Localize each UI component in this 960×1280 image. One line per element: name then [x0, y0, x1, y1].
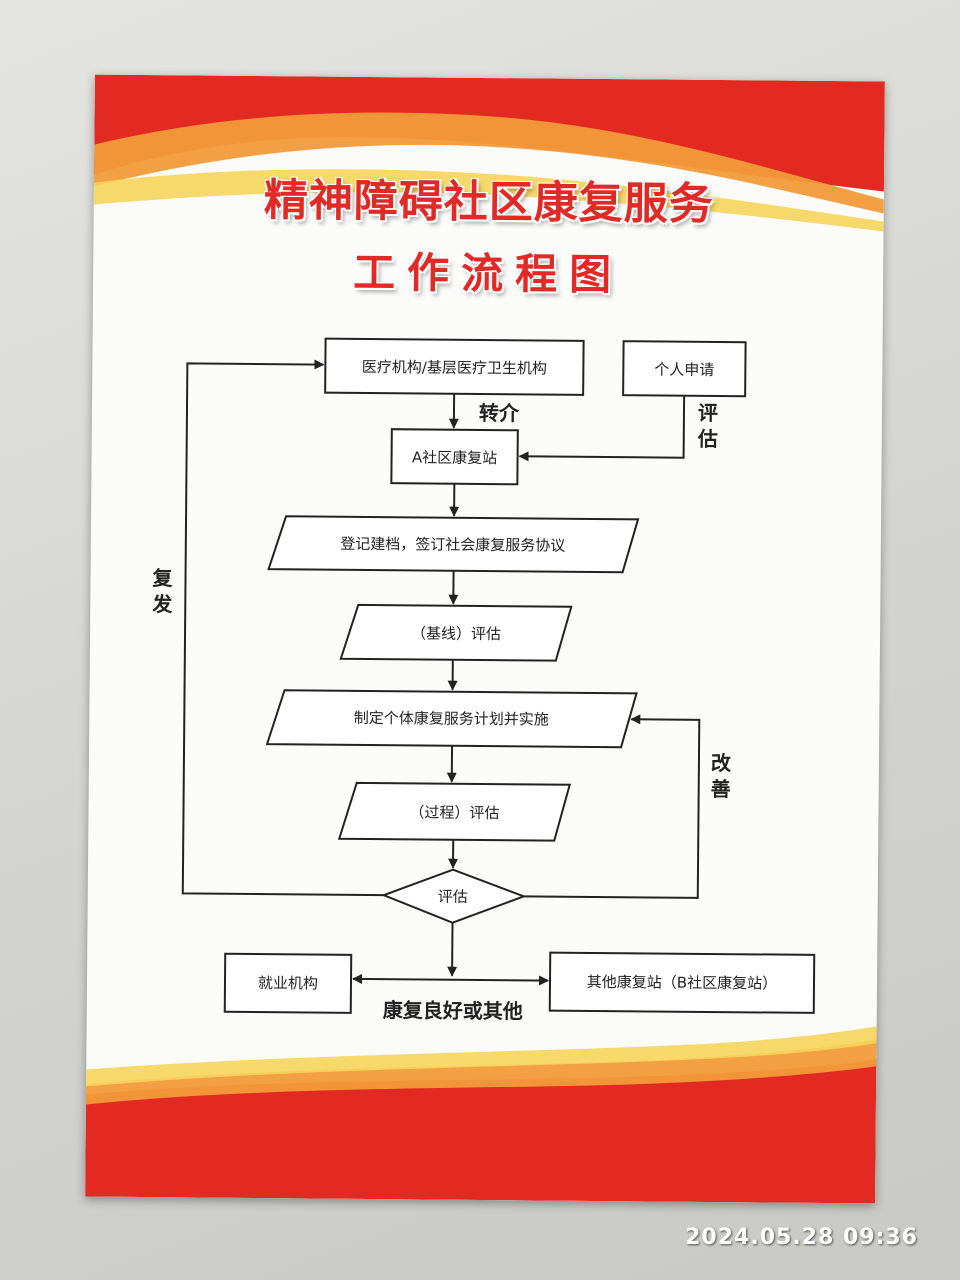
node-plan: 制定个体康复服务计划并实施	[265, 689, 638, 749]
photo-timestamp: 2024.05.28 09:36	[685, 1225, 918, 1250]
label-outcome: 康复良好或其他	[383, 998, 523, 1023]
node-evaluate-decision: 评估	[380, 868, 527, 924]
poster-graphics: 医疗机构/基层医疗卫生机构 个人申请 A社区康复站 登记建档，签订社会康复服务协…	[85, 74, 885, 1204]
arrow-to-employment	[352, 973, 453, 984]
node-register: 登记建档，签订社会康复服务协议	[267, 515, 640, 574]
node-personal-label: 个人申请	[654, 360, 714, 379]
node-station-a-label: A社区康复站	[412, 448, 497, 467]
node-medical-label: 医疗机构/基层医疗卫生机构	[362, 358, 547, 378]
node-plan-label: 制定个体康复服务计划并实施	[354, 709, 549, 729]
node-medical-institution: 医疗机构/基层医疗卫生机构	[324, 337, 585, 396]
connectors	[181, 359, 701, 986]
node-baseline-label: （基线）评估	[411, 624, 501, 643]
label-assess-1: 评	[698, 401, 718, 425]
label-relapse-1: 复	[151, 566, 173, 590]
arrow-personal-to-station	[518, 395, 686, 462]
flowchart-poster: 医疗机构/基层医疗卫生机构 个人申请 A社区康复站 登记建档，签订社会康复服务协…	[85, 74, 885, 1204]
node-baseline-assessment: （基线）评估	[339, 603, 573, 662]
label-referral: 转介	[479, 401, 520, 425]
node-process-assessment: （过程）评估	[337, 781, 572, 842]
node-employment: 就业机构	[223, 952, 353, 1014]
label-assess-2: 估	[697, 427, 718, 451]
node-register-label: 登记建档，签订社会康复服务协议	[340, 535, 565, 555]
top-decorative-band	[93, 74, 885, 232]
node-station-a: A社区康复站	[390, 428, 519, 486]
bottom-decorative-band	[85, 1026, 877, 1204]
node-personal-application: 个人申请	[622, 340, 747, 398]
node-other-station-label: 其他康复站（B社区康复站）	[587, 973, 777, 993]
node-employment-label: 就业机构	[258, 974, 318, 993]
label-improve-1: 改	[711, 751, 732, 775]
poster-subtitle: 工作流程图	[352, 247, 624, 300]
label-relapse-2: 发	[151, 592, 173, 616]
node-other-station: 其他康复站（B社区康复站）	[548, 951, 816, 1014]
arrow-to-other-station	[452, 975, 550, 986]
label-improve-2: 善	[711, 777, 731, 801]
arrow-relapse-loop	[181, 359, 384, 897]
node-process-label: （过程）评估	[409, 803, 499, 822]
node-evaluate-label: 评估	[438, 888, 468, 906]
arrow-improve-loop	[523, 714, 701, 899]
poster-title: 精神障碍社区康复服务	[263, 175, 715, 230]
